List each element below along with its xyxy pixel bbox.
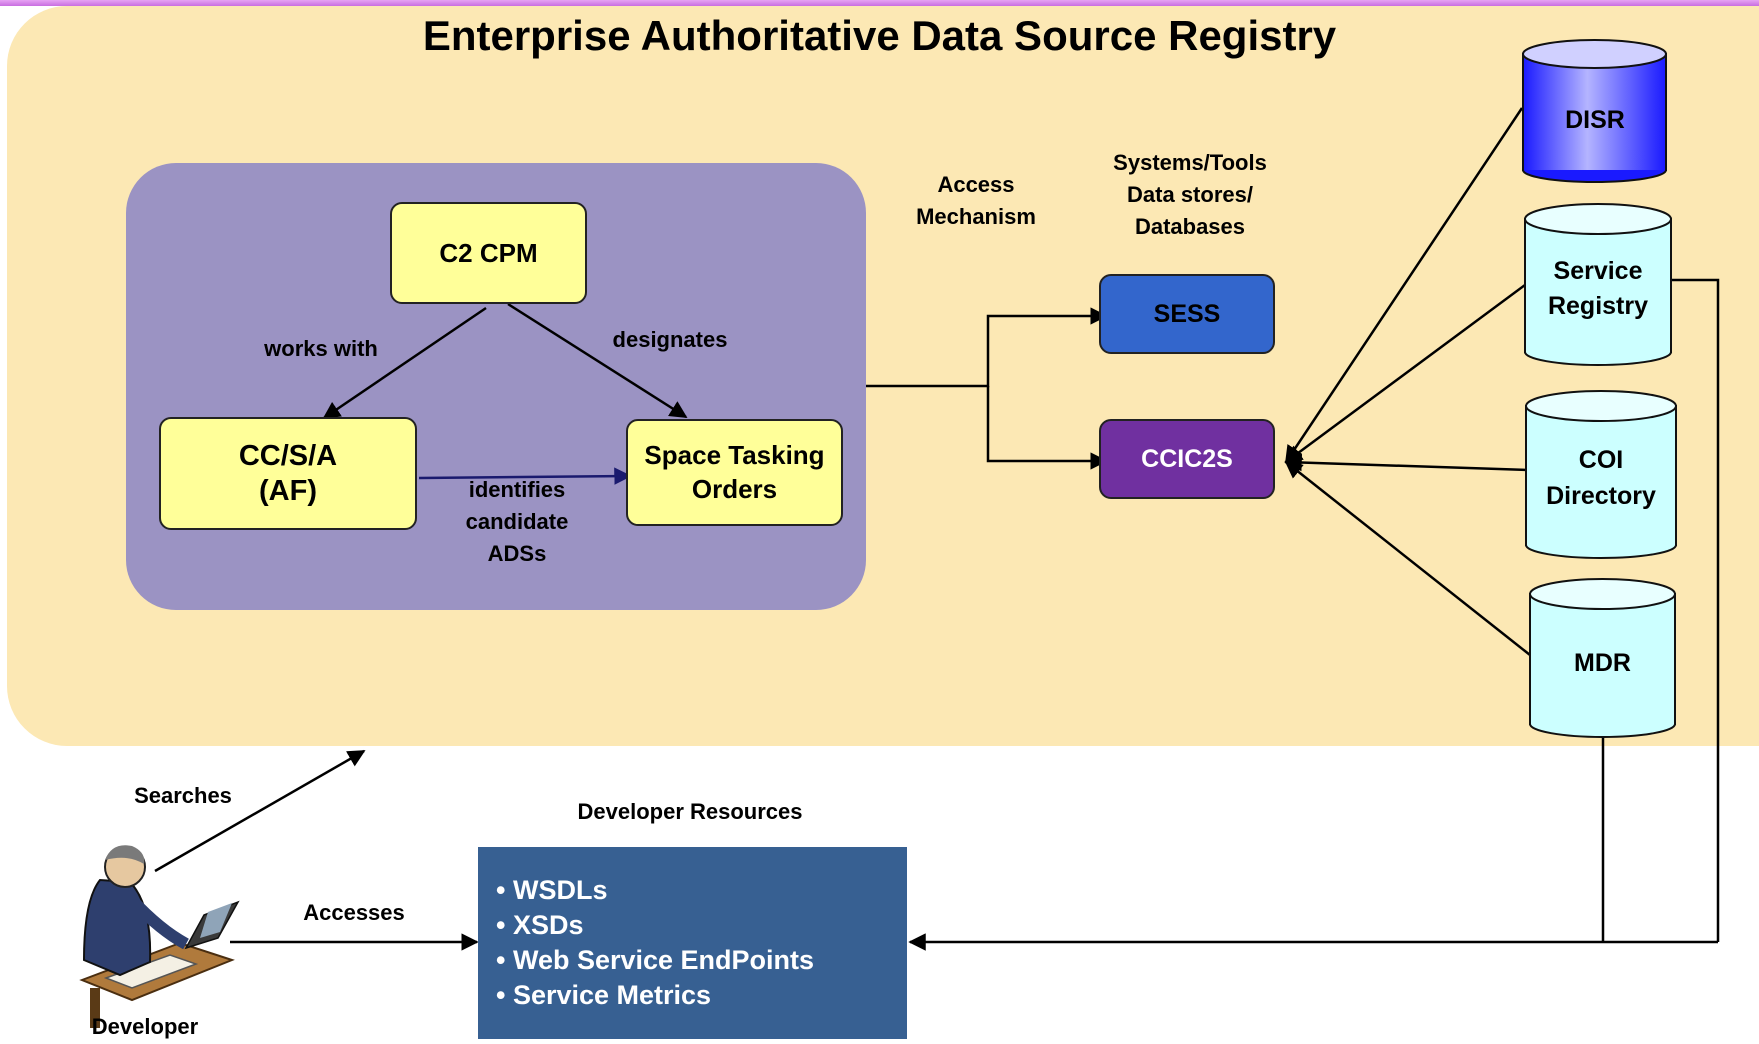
disr-label: DISR <box>1565 106 1625 134</box>
arrow-identifies <box>418 467 632 485</box>
space-tasking-orders-box: Space Tasking Orders <box>626 419 843 526</box>
identifies-candidate-adss-label: identifies candidate ADSs <box>465 477 569 566</box>
developer-label: Developer <box>91 1014 199 1039</box>
service-registry-label: Service Registry <box>1547 257 1649 320</box>
arrow-service-registry-ccic2s <box>1284 283 1526 464</box>
coi-directory-label: COI Directory <box>1546 446 1656 511</box>
arrow-works-with <box>322 306 487 420</box>
space-tasking-orders-label: Space Tasking Orders <box>644 439 825 504</box>
resource-item-wsdls: • WSDLs <box>496 875 608 905</box>
arrow-searches <box>154 749 366 873</box>
arrow-mdr-ccic2s <box>1284 460 1531 656</box>
ccic2s-box: CCIC2S <box>1099 419 1275 499</box>
arrow-designates <box>507 302 688 419</box>
disr-database-icon <box>1522 39 1667 183</box>
resource-item-service-metrics: • Service Metrics <box>496 980 712 1010</box>
accesses-label: Accesses <box>303 900 405 925</box>
line-service-registry-feed <box>1672 278 1720 942</box>
c2-cpm-box: C2 CPM <box>390 202 587 304</box>
top-accent-bar <box>0 0 1759 6</box>
resource-item-web-service-endpoints: • Web Service EndPoints <box>496 945 815 975</box>
sess-box: SESS <box>1099 274 1275 354</box>
designates-label: designates <box>612 327 728 352</box>
ccic2s-label: CCIC2S <box>1141 444 1233 473</box>
sess-label: SESS <box>1153 299 1221 328</box>
c2-cpm-label: C2 CPM <box>439 237 538 268</box>
diagram-title: Enterprise Authoritative Data Source Reg… <box>422 12 1337 59</box>
resource-item-xsds: • XSDs <box>496 910 584 940</box>
ccsa-box: CC/S/A (AF) <box>159 417 417 530</box>
service-registry-database-icon <box>1524 203 1672 366</box>
developer-resources-box: • WSDLs • XSDs • Web Service EndPoints •… <box>478 847 907 1039</box>
arrow-disr-ccic2s <box>1284 107 1524 464</box>
ccsa-label: CC/S/A (AF) <box>238 439 338 507</box>
mdr-database-icon <box>1529 578 1676 738</box>
arrow-to-sess <box>866 307 1108 388</box>
mdr-label: MDR <box>1574 649 1631 677</box>
arrow-coi-ccic2s <box>1284 453 1528 472</box>
searches-label: Searches <box>134 783 232 808</box>
coi-directory-database-icon <box>1525 390 1677 559</box>
systems-tools-header: Systems/Tools Data stores/ Databases <box>1113 150 1267 239</box>
access-mechanism-header: Access Mechanism <box>916 172 1036 229</box>
works-with-label: works with <box>264 336 378 361</box>
developer-icon <box>79 845 240 1028</box>
developer-resources-header: Developer Resources <box>577 799 803 824</box>
arrow-to-ccic2s <box>986 386 1108 470</box>
